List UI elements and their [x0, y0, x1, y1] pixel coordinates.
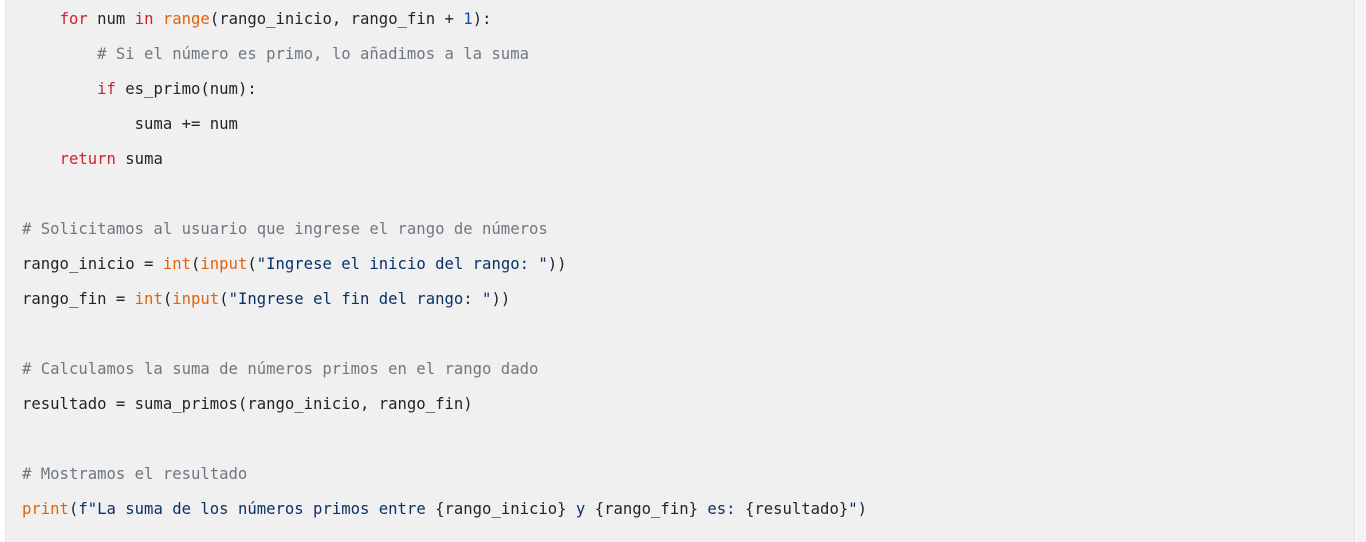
code-token-plain — [153, 10, 162, 28]
code-token-string: f"La suma de los números primos entre — [78, 500, 436, 518]
code-line: suma += num — [22, 107, 867, 142]
code-token-plain: )) — [547, 255, 567, 273]
code-line: for num in range(rango_inicio, rango_fin… — [22, 2, 867, 37]
code-token-comment: # Mostramos el resultado — [22, 465, 248, 483]
code-token-string: es: — [698, 500, 745, 518]
code-token-plain: (rango_inicio, rango_fin + — [209, 10, 464, 28]
code-token-plain: ( — [191, 255, 201, 273]
code-token-plain: ) — [857, 500, 868, 518]
code-line: resultado = suma_primos(rango_inicio, ra… — [22, 387, 867, 422]
code-token-plain: )) — [491, 290, 511, 308]
code-token-number: 1 — [463, 10, 473, 28]
code-token-plain: suma += num — [22, 115, 238, 133]
code-line: # Calculamos la suma de números primos e… — [22, 352, 867, 387]
code-token-builtin: int — [134, 290, 163, 308]
code-token-string: "Ingrese el fin del rango: " — [228, 290, 492, 308]
code-token-plain: ( — [247, 255, 257, 273]
code-token-plain: ( — [162, 290, 173, 308]
code-token-builtin: print — [22, 500, 69, 518]
code-token-plain: rango_fin = — [22, 290, 135, 308]
code-token-keyword: for — [59, 10, 88, 28]
code-token-keyword: return — [59, 150, 116, 168]
code-token-plain: resultado = suma_primos(rango_inicio, ra… — [22, 395, 473, 413]
code-token-string: " — [848, 500, 858, 518]
code-line: # Si el número es primo, lo añadimos a l… — [22, 37, 867, 72]
code-token-plain — [22, 45, 97, 63]
code-token-plain — [22, 150, 60, 168]
code-token-string: y — [566, 500, 595, 518]
code-token-builtin: int — [162, 255, 191, 273]
code-token-builtin: range — [162, 10, 210, 28]
code-token-plain: suma — [115, 150, 163, 168]
code-token-plain: es_primo(num): — [115, 80, 257, 98]
code-token-keyword: in — [134, 10, 154, 28]
code-line: rango_inicio = int(input("Ingrese el ini… — [22, 247, 867, 282]
code-line: # Solicitamos al usuario que ingrese el … — [22, 212, 867, 247]
code-line: rango_fin = int(input("Ingrese el fin de… — [22, 282, 867, 317]
code-token-plain — [22, 10, 60, 28]
blank-code-line — [22, 177, 867, 212]
code-token-plain — [22, 80, 97, 98]
code-content[interactable]: for num in range(rango_inicio, rango_fin… — [22, 2, 867, 527]
code-token-plain: {rango_fin} — [594, 500, 698, 518]
blank-code-line — [22, 422, 867, 457]
code-token-comment: # Calculamos la suma de números primos e… — [22, 360, 539, 378]
code-line: if es_primo(num): — [22, 72, 867, 107]
code-token-plain: num — [87, 10, 135, 28]
code-token-plain: ): — [472, 10, 492, 28]
code-token-comment: # Solicitamos al usuario que ingrese el … — [22, 220, 548, 238]
code-token-plain: {resultado} — [744, 500, 849, 518]
code-token-plain: ( — [68, 500, 79, 518]
code-line: return suma — [22, 142, 867, 177]
blank-code-line — [22, 317, 867, 352]
code-token-plain: {rango_inicio} — [435, 500, 567, 518]
code-block[interactable]: for num in range(rango_inicio, rango_fin… — [5, 0, 1355, 542]
scrollbar-thumb[interactable] — [1357, 0, 1364, 542]
code-token-string: "Ingrese el inicio del rango: " — [256, 255, 548, 273]
code-token-comment: # Si el número es primo, lo añadimos a l… — [97, 45, 529, 63]
code-token-builtin: input — [200, 255, 248, 273]
code-line: # Mostramos el resultado — [22, 457, 867, 492]
code-token-plain: rango_inicio = — [22, 255, 163, 273]
code-token-plain: ( — [219, 290, 229, 308]
vertical-scrollbar[interactable] — [1355, 0, 1366, 542]
code-token-keyword: if — [97, 80, 116, 98]
code-token-builtin: input — [172, 290, 220, 308]
code-line: print(f"La suma de los números primos en… — [22, 492, 867, 527]
